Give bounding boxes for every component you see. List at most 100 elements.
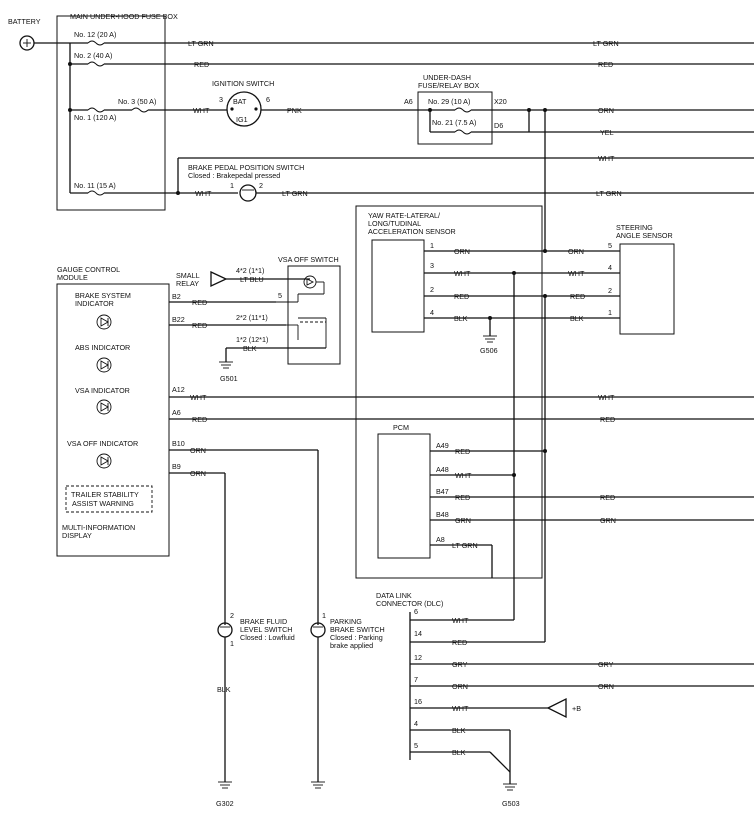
fuse-3-label: No. 3 (50 A) [118, 97, 156, 106]
ign-bat-label: BAT [233, 97, 247, 106]
dlc-pin-12: 12 [414, 653, 422, 662]
fuse-2-label: No. 2 (40 A) [74, 51, 112, 60]
small-relay-title-2: RELAY [176, 279, 199, 288]
vsa-off-switch-title: VSA OFF SWITCH [278, 255, 339, 264]
wire-label: RED [600, 493, 615, 502]
wire-label: LT GRN [282, 189, 308, 198]
wire-label: WHT [452, 616, 469, 625]
yaw-title-2: LONG/TUDINAL [368, 219, 421, 228]
yaw-pin-3: 3 [430, 261, 434, 270]
pb-title-1: PARKING [330, 617, 362, 626]
fuse-11-label: No. 11 (15 A) [74, 181, 116, 190]
trailer-label-2: ASSIST WARNING [72, 499, 134, 508]
wire-label: GRY [452, 660, 468, 669]
yaw-pin-1: 1 [430, 241, 434, 250]
bfl-pin-2: 2 [230, 611, 234, 620]
under-dash-fuse-relay-box: UNDER-DASH FUSE/RELAY BOX A6 No. 29 (10 … [404, 73, 754, 145]
wire-label: WHT [568, 269, 585, 278]
pb-pin-1: 1 [322, 611, 326, 620]
pin-a12-label: A12 [172, 385, 185, 394]
bpp-closed-note: Closed : Brakepedal pressed [188, 171, 280, 180]
dlc-pin-14: 14 [414, 629, 422, 638]
wire-label: GRY [598, 660, 614, 669]
top-feed-wires: LT GRN LT GRN RED RED [70, 39, 754, 69]
pin-a6-label: A6 [404, 97, 413, 106]
bfl-pin-1: 1 [230, 639, 234, 648]
pin-a8-label: A8 [436, 535, 445, 544]
underdash-title-1: UNDER-DASH [423, 73, 471, 82]
vsa-pin-b: 5 [278, 291, 282, 300]
ignition-switch: IGNITION SWITCH BAT IG1 3 6 WHT PNK [148, 79, 418, 127]
wire-label: BLK [454, 314, 468, 323]
wire-label: RED [455, 447, 470, 456]
bpp-pin-1: 1 [230, 181, 234, 190]
wire-label: BLK [452, 726, 466, 735]
g302-label: G302 [216, 799, 234, 808]
wire-label: WHT [598, 154, 615, 163]
wire-label: WHT [195, 189, 212, 198]
wire-label: ORN [568, 247, 584, 256]
wire-label: RED [452, 638, 467, 647]
pcm: PCM A49 A48 B47 B48 A8 RED WHT RED RED G… [377, 423, 754, 578]
wire-label: RED [598, 60, 613, 69]
wire-label: LT GRN [596, 189, 622, 198]
vsa-off-switch: VSA OFF SWITCH 5 2*2 (11*1) 1*2 (12*1) B… [219, 255, 341, 383]
steering-angle-sensor: STEERING ANGLE SENSOR 5 4 2 1 [608, 223, 675, 335]
vsa-pin-d: 1*2 (12*1) [236, 335, 268, 344]
steer-title-1: STEERING [616, 223, 653, 232]
ignition-switch-title: IGNITION SWITCH [212, 79, 274, 88]
main-under-hood-fuse-box: MAIN UNDER-HOOD FUSE BOX No. 12 (20 A) N… [56, 12, 178, 211]
wire-label: WHT [193, 106, 210, 115]
pcm-title: PCM [393, 423, 409, 432]
wire-label: RED [192, 321, 207, 330]
wire-label: RED [454, 292, 469, 301]
bpp-switch-title: BRAKE PEDAL POSITION SWITCH [188, 163, 304, 172]
gauge-title-1: GAUGE CONTROL [57, 265, 120, 274]
abs-ind-label: ABS INDICATOR [75, 343, 130, 352]
pin-b10-label: B10 [172, 439, 185, 448]
pin-a49-label: A49 [436, 441, 449, 450]
wire-label: LT BLU [240, 275, 264, 284]
wire-label: ORN [190, 446, 206, 455]
fuse-1-label: No. 1 (120 A) [74, 113, 116, 122]
wire-label: LT GRN [188, 39, 214, 48]
pin-b47-label: B47 [436, 487, 449, 496]
pin-b22-label: B22 [172, 315, 185, 324]
wire-label: ORN [598, 106, 614, 115]
parking-brake-switch: 1 PARKING BRAKE SWITCH Closed : Parking … [310, 611, 385, 789]
small-relay-title-1: SMALL [176, 271, 200, 280]
battery: BATTERY [8, 17, 70, 51]
underdash-title-2: FUSE/RELAY BOX [418, 81, 479, 90]
yaw-title-1: YAW RATE-LATERAL/ [368, 211, 440, 220]
wire-label: PNK [287, 106, 302, 115]
wire-label: RED [600, 415, 615, 424]
wire-label: WHT [455, 471, 472, 480]
g501-label: G501 [220, 374, 238, 383]
wire-label: ORN [190, 469, 206, 478]
pin-d6-label: D6 [494, 121, 503, 130]
pin-b9-label: B9 [172, 462, 181, 471]
gauge-title-2: MODULE [57, 273, 88, 282]
bus-wires [512, 110, 547, 642]
ign-pin-3: 3 [219, 95, 223, 104]
yaw-title-3: ACCELERATION SENSOR [368, 227, 456, 236]
brake-sys-ind-2: INDICATOR [75, 299, 114, 308]
wire-label: RED [455, 493, 470, 502]
yaw-pin-4: 4 [430, 308, 434, 317]
vsa-ind-label: VSA INDICATOR [75, 386, 130, 395]
dlc-pin-16: 16 [414, 697, 422, 706]
wire-label: WHT [598, 393, 615, 402]
fuse-21-label: No. 21 (7.5 A) [432, 118, 476, 127]
small-relay: SMALL RELAY 4*2 (1*1) LT BLU [176, 266, 310, 288]
wire-label: LT GRN [593, 39, 619, 48]
g506-label: G506 [480, 346, 498, 355]
pin-a48-label: A48 [436, 465, 449, 474]
fuse-29-label: No. 29 (10 A) [428, 97, 470, 106]
data-link-connector: DATA LINK CONNECTOR (DLC) 6 WHT 14 RED 1… [376, 591, 754, 808]
wire-label: BLK [243, 344, 257, 353]
ign-ig1-label: IG1 [236, 115, 248, 124]
wire-label: ORN [454, 247, 470, 256]
vsa-pin-c: 2*2 (11*1) [236, 313, 268, 322]
steer-title-2: ANGLE SENSOR [616, 231, 673, 240]
